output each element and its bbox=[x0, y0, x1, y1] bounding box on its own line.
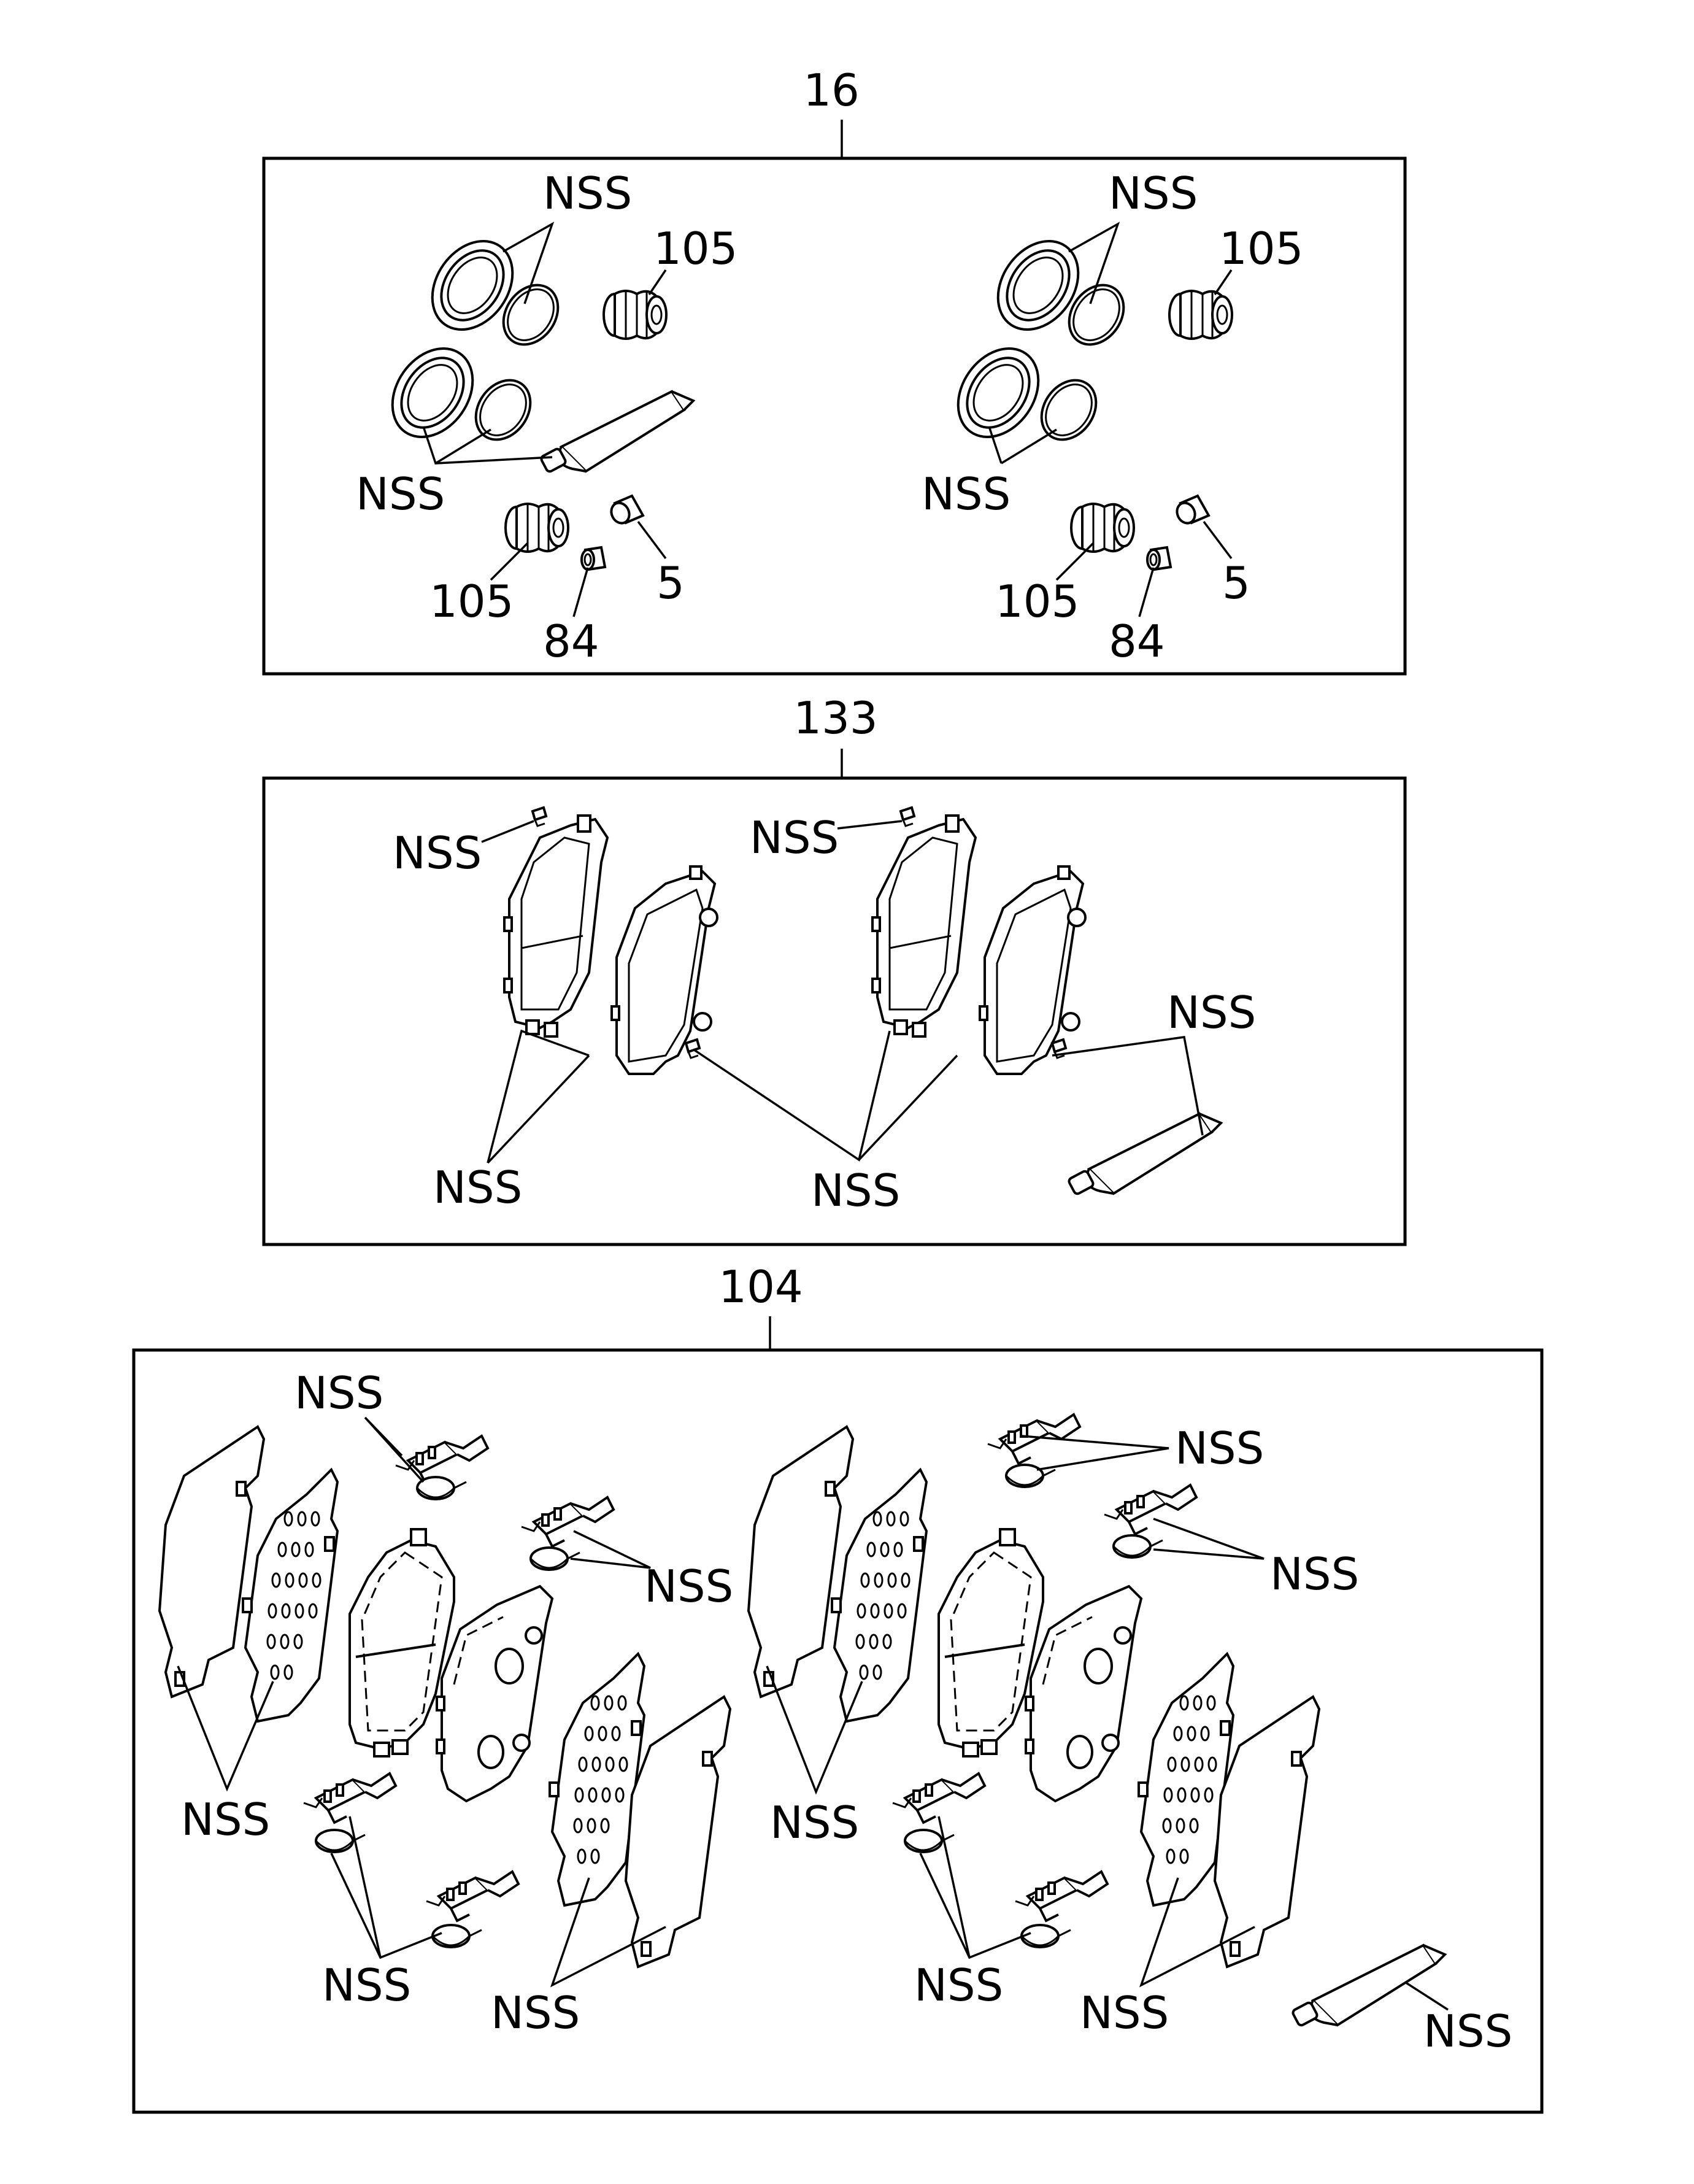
brake-pad-outer bbox=[436, 1585, 553, 1802]
pad-wear-indicator bbox=[531, 806, 547, 827]
grease-tube bbox=[1066, 1113, 1222, 1197]
label-nss: NSS bbox=[295, 1367, 383, 1419]
pad-clip bbox=[1103, 1484, 1198, 1535]
label-nss: NSS bbox=[644, 1561, 733, 1612]
label-nss: NSS bbox=[914, 1959, 1003, 2011]
anti-squeal-shim bbox=[831, 1468, 928, 1723]
label-84: 84 bbox=[1109, 615, 1165, 667]
brake-pad-inner bbox=[937, 1528, 1044, 1758]
pad-clip bbox=[891, 1772, 986, 1824]
sleeve bbox=[580, 546, 606, 571]
label-nss: NSS bbox=[322, 1959, 411, 2011]
anti-squeal-shim bbox=[242, 1468, 339, 1723]
label-nss: NSS bbox=[356, 468, 445, 520]
guide-pin-boot bbox=[1070, 502, 1135, 554]
bushing bbox=[1172, 495, 1210, 528]
callout-104: 104 bbox=[718, 1261, 803, 1313]
brake-pad-inner bbox=[871, 814, 977, 1038]
label-nss: NSS bbox=[811, 1165, 900, 1216]
label-nss: NSS bbox=[543, 168, 632, 219]
label-84: 84 bbox=[543, 615, 599, 667]
guide-pin-boot bbox=[1168, 289, 1233, 341]
pad-wear-indicator bbox=[685, 1038, 701, 1059]
label-nss: NSS bbox=[922, 468, 1011, 520]
label-nss: NSS bbox=[393, 827, 482, 879]
guide-pin-boot bbox=[603, 289, 668, 341]
piston-seal bbox=[374, 331, 491, 454]
label-nss: NSS bbox=[750, 812, 839, 863]
pad-clip bbox=[520, 1496, 615, 1548]
pad-wear-indicator bbox=[899, 806, 915, 827]
spring-clip bbox=[416, 1476, 468, 1500]
label-nss: NSS bbox=[491, 1987, 580, 2039]
brake-pad-inner bbox=[503, 814, 609, 1038]
anti-squeal-shim bbox=[158, 1426, 265, 1698]
brake-pad-outer bbox=[610, 865, 718, 1075]
label-nss: NSS bbox=[1080, 1987, 1169, 2039]
anti-squeal-shim bbox=[747, 1426, 854, 1698]
label-105: 105 bbox=[429, 576, 514, 627]
label-105: 105 bbox=[653, 223, 737, 274]
label-5: 5 bbox=[656, 557, 685, 609]
label-nss: NSS bbox=[1175, 1422, 1264, 1474]
callout-16: 16 bbox=[803, 64, 860, 116]
brake-pad-inner bbox=[348, 1528, 455, 1758]
brake-pad-outer bbox=[1025, 1585, 1142, 1802]
grease-tube bbox=[1290, 1944, 1446, 2028]
kit-104-left: NSS NSS NSS NSS NSS bbox=[158, 1367, 733, 2039]
label-5: 5 bbox=[1222, 557, 1250, 609]
guide-pin-boot bbox=[504, 502, 569, 554]
label-nss: NSS bbox=[1270, 1548, 1359, 1600]
callout-133: 133 bbox=[793, 692, 877, 744]
brake-pad-outer bbox=[979, 865, 1087, 1075]
kit-16-left: NSS 105 NSS 105 84 5 bbox=[356, 168, 737, 667]
spring-clip bbox=[1020, 1924, 1072, 1948]
label-nss: NSS bbox=[1167, 987, 1256, 1038]
label-nss: NSS bbox=[1423, 2005, 1512, 2057]
spring-clip bbox=[1112, 1534, 1164, 1559]
pad-clip bbox=[1014, 1870, 1109, 1922]
kit-16-frame bbox=[262, 156, 1407, 676]
pad-clip bbox=[302, 1772, 397, 1824]
label-nss: NSS bbox=[433, 1162, 522, 1213]
bushing bbox=[607, 495, 644, 528]
piston-seal bbox=[940, 331, 1057, 454]
kit-104-frame bbox=[132, 1348, 1544, 2114]
kit-104-group: 104 NSS NSS NSS NSS bbox=[132, 1261, 1544, 2114]
kit-104-right: NSS NSS NSS NSS NSS NSS bbox=[747, 1413, 1512, 2057]
pad-clip bbox=[425, 1870, 520, 1922]
kit-16-group: 16 NSS 105 NSS 105 84 5 bbox=[262, 64, 1407, 676]
kit-133-frame bbox=[262, 776, 1407, 1246]
sleeve bbox=[1146, 546, 1172, 571]
kit-16-right: NSS 105 NSS 105 84 5 bbox=[922, 168, 1303, 667]
kit-133-group: 133 NSS NSS NSS NSS NSS bbox=[262, 692, 1407, 1246]
label-nss: NSS bbox=[770, 1797, 859, 1848]
label-nss: NSS bbox=[1109, 168, 1198, 219]
grease-tube bbox=[539, 390, 695, 474]
label-105: 105 bbox=[995, 576, 1079, 627]
label-nss: NSS bbox=[181, 1794, 270, 1845]
spring-clip bbox=[431, 1924, 483, 1948]
label-105: 105 bbox=[1219, 223, 1303, 274]
